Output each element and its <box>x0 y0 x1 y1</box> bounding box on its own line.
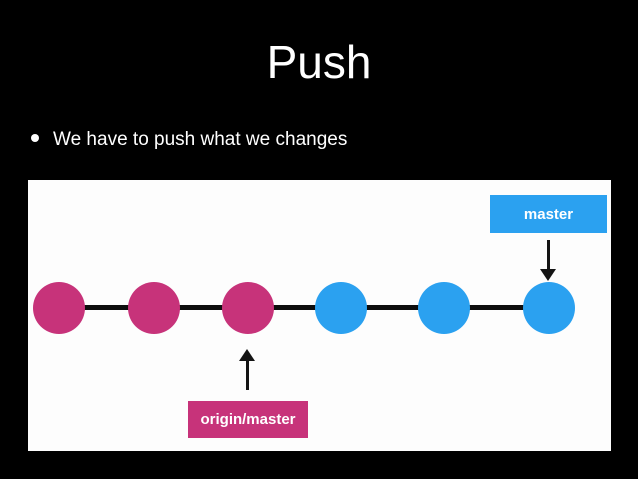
commit-connector-line <box>59 305 549 310</box>
origin-master-label: origin/master <box>188 401 308 438</box>
bullet-item: We have to push what we changes <box>31 127 347 153</box>
arrow-down-icon <box>537 240 559 281</box>
master-branch-label: master <box>490 195 607 233</box>
arrow-up-shaft <box>245 361 249 390</box>
arrow-down-head <box>540 269 556 281</box>
commit-row <box>28 180 611 451</box>
bullet-icon <box>31 134 39 142</box>
arrow-down-shaft <box>546 240 550 269</box>
arrow-up-icon <box>236 349 258 390</box>
commit-node-remote <box>222 282 274 334</box>
commit-node-local <box>523 282 575 334</box>
bullet-text: We have to push what we changes <box>53 129 348 150</box>
commit-node-local <box>418 282 470 334</box>
origin-master-label-text: origin/master <box>200 411 296 428</box>
commit-node-remote <box>33 282 85 334</box>
arrow-up-head <box>239 349 255 361</box>
master-label-text: master <box>523 205 574 223</box>
slide-title: Push <box>266 36 372 88</box>
commit-node-local <box>315 282 367 334</box>
commit-node-remote <box>128 282 180 334</box>
git-diagram-canvas: master origin/master <box>28 180 611 451</box>
